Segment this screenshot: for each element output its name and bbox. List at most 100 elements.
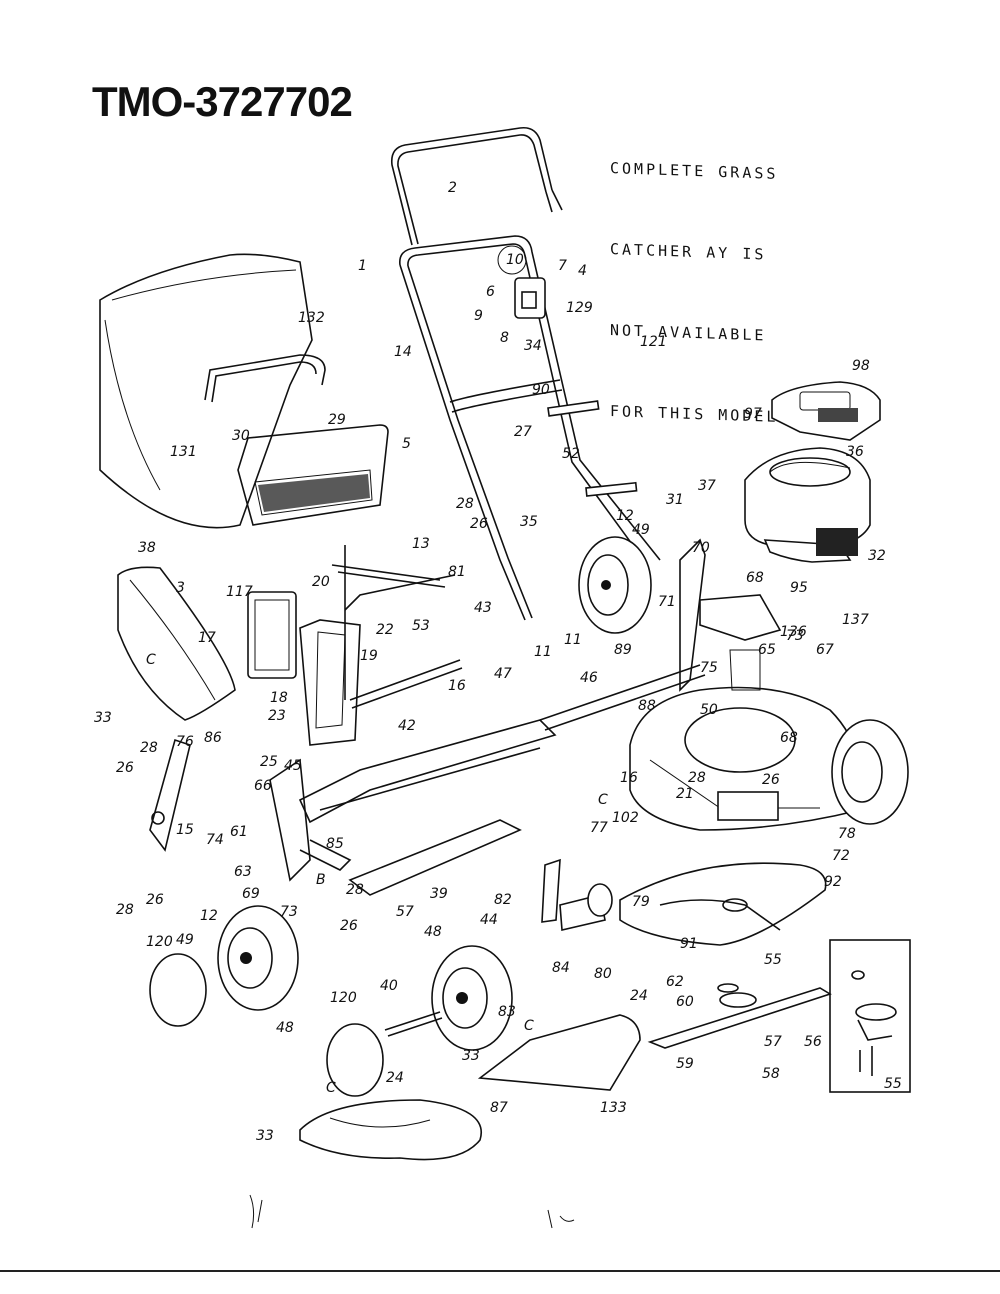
- part-label: 137: [842, 612, 869, 628]
- part-label: 33: [94, 710, 112, 726]
- control-bail-bracket: [497, 245, 546, 319]
- part-label: 47: [494, 666, 512, 682]
- part-label: 40: [380, 978, 398, 994]
- part-label: 129: [566, 300, 593, 316]
- part-label: 74: [206, 832, 224, 848]
- height-adjust-lever: [679, 538, 782, 692]
- part-label: 48: [424, 924, 442, 940]
- part-label: 78: [838, 826, 856, 842]
- part-label: 48: [276, 1020, 294, 1036]
- part-label: 16: [448, 678, 466, 694]
- part-label: 25: [260, 754, 278, 770]
- part-label: 32: [868, 548, 886, 564]
- part-label: 91: [680, 936, 698, 952]
- part-label: 26: [340, 918, 358, 934]
- rear-axle-assembly: [298, 664, 706, 896]
- part-label: 82: [494, 892, 512, 908]
- part-label: 90: [532, 382, 550, 398]
- part-label: 55: [884, 1076, 902, 1092]
- baffle: [619, 862, 827, 946]
- part-label: 1: [358, 258, 367, 274]
- part-label: 12: [200, 908, 218, 924]
- part-label: 11: [534, 644, 552, 660]
- part-label: 17: [198, 630, 216, 646]
- part-label: 26: [470, 516, 488, 532]
- height-adjust-rods: [331, 545, 463, 709]
- part-label: 34: [524, 338, 542, 354]
- part-label: 120: [330, 990, 357, 1006]
- part-label: 73: [786, 628, 804, 644]
- part-label: 95: [790, 580, 808, 596]
- axle-bolt: [384, 1011, 443, 1037]
- part-label: 87: [490, 1100, 508, 1116]
- part-label: C: [326, 1080, 336, 1096]
- part-label: 63: [234, 864, 252, 880]
- part-label: 39: [430, 886, 448, 902]
- part-label: 26: [146, 892, 164, 908]
- blade-hardware-inset: [829, 939, 911, 1093]
- grass-catcher-bag: [99, 253, 313, 529]
- wheel-top: [578, 536, 652, 634]
- wheel-center: [431, 945, 513, 1051]
- part-label: 80: [594, 966, 612, 982]
- part-label: 71: [658, 594, 676, 610]
- part-label: C: [598, 792, 608, 808]
- part-label: 56: [804, 1034, 822, 1050]
- part-label: 22: [376, 622, 394, 638]
- part-label: C: [146, 652, 156, 668]
- part-label: 57: [764, 1034, 782, 1050]
- part-label: 24: [386, 1070, 404, 1086]
- part-label: 76: [176, 734, 194, 750]
- part-label: 98: [852, 358, 870, 374]
- page-title: TMO-3727702: [92, 78, 353, 125]
- part-label: 37: [698, 478, 716, 494]
- part-label: 102: [612, 810, 639, 826]
- part-label: 2: [448, 180, 457, 196]
- part-label: 28: [456, 496, 474, 512]
- part-label: 24: [630, 988, 648, 1004]
- part-label: 57: [396, 904, 414, 920]
- part-number-labels: 2 1 10 7 4 6 9 8 129 34 14 121 98 90 97 …: [94, 180, 902, 1144]
- upper-handle: [390, 126, 563, 246]
- part-label: 97: [744, 406, 762, 422]
- part-label: 14: [394, 344, 412, 360]
- wheel-left: [217, 905, 299, 1011]
- drive-bracket: [541, 858, 613, 931]
- part-label: 36: [846, 444, 864, 460]
- part-label: 49: [176, 932, 194, 948]
- part-label: 59: [676, 1056, 694, 1072]
- rear-height-bracket: [149, 738, 352, 882]
- part-label: 28: [688, 770, 706, 786]
- part-label: 19: [360, 648, 378, 664]
- rear-door-plate: [247, 591, 297, 679]
- part-label: 77: [590, 820, 608, 836]
- grass-catcher-frame: [204, 354, 389, 526]
- part-label: 21: [676, 786, 694, 802]
- part-label: 23: [268, 708, 286, 724]
- part-label: 133: [600, 1100, 627, 1116]
- part-label: 121: [640, 334, 667, 350]
- part-label: 12: [616, 508, 634, 524]
- part-label: 72: [832, 848, 850, 864]
- part-label: 75: [700, 660, 718, 676]
- part-label: 46: [580, 670, 598, 686]
- wheel-rear-right: [831, 719, 909, 825]
- part-label: 65: [758, 642, 776, 658]
- part-label: 68: [780, 730, 798, 746]
- part-label: 31: [666, 492, 684, 508]
- bottom-rule: [0, 1270, 1000, 1272]
- part-label: 62: [666, 974, 684, 990]
- part-label: 61: [230, 824, 248, 840]
- part-label: 70: [692, 540, 710, 556]
- lower-handle: [398, 235, 661, 621]
- part-label: 33: [462, 1048, 480, 1064]
- part-label: 132: [298, 310, 325, 326]
- part-label: C: [524, 1018, 534, 1034]
- part-label: 26: [762, 772, 780, 788]
- part-label: 38: [138, 540, 156, 556]
- part-label: 43: [474, 600, 492, 616]
- part-label: 28: [116, 902, 134, 918]
- part-label: 18: [270, 690, 288, 706]
- part-label: 33: [256, 1128, 274, 1144]
